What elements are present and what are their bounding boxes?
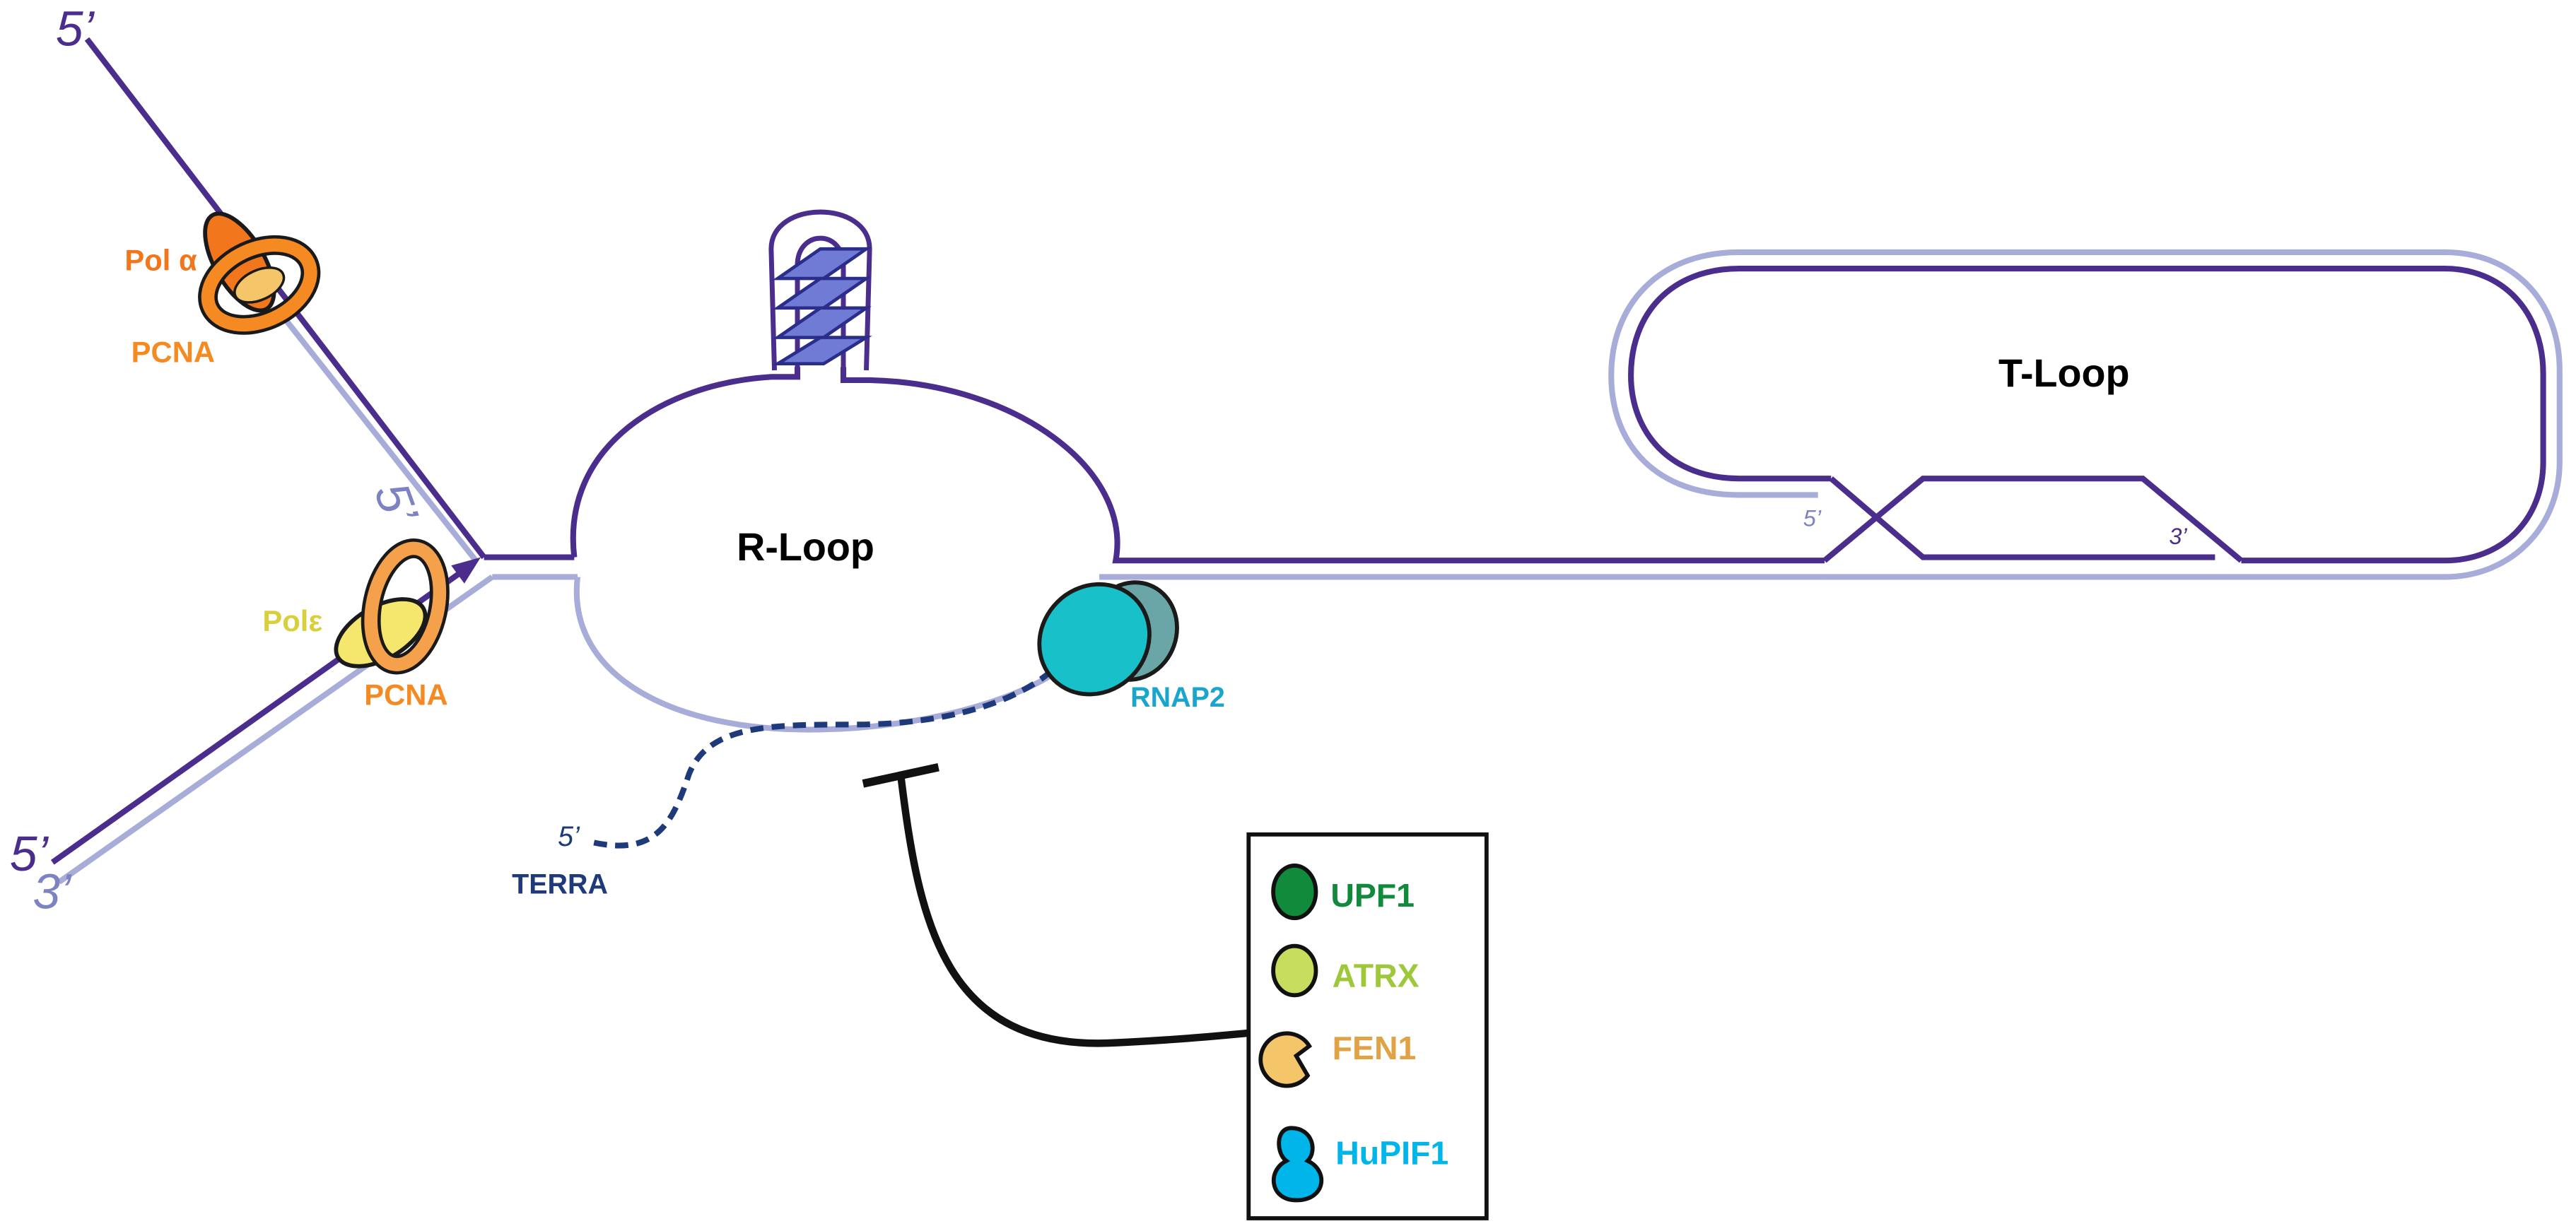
t-loop: 5’ 3’ T-Loop [1608,249,2563,580]
inhibition-bar [862,763,939,788]
leading-arrowhead [451,557,481,584]
pol-epsilon-complex: Polε PCNA [262,538,450,711]
hupif1-icon [1271,1126,1324,1203]
inhibition-line [897,774,1251,1047]
t-loop-invading-strand [1628,266,2546,564]
tloop-5prime-label: 5’ [1803,506,1822,531]
legend-fen1-label: FEN1 [1333,1030,1417,1066]
terra-rna [593,669,1053,849]
lagging-template-strand [84,37,486,560]
legend-upf1-label: UPF1 [1330,877,1415,914]
bottom-5prime-label: 5’ [10,826,49,881]
t-loop-outer-strand [1608,249,2563,580]
pol-epsilon-label: Polε [262,604,322,637]
r-loop-top-strand [570,367,1825,564]
pol-alpha-complex: Pol α PCNA [124,211,321,368]
pcna-top-label: PCNA [131,335,215,368]
fen1-icon [1258,1031,1313,1088]
r-loop-title: R-Loop [737,525,874,569]
g-quadruplex-icon [768,209,872,371]
pol-alpha-label: Pol α [124,243,197,276]
bottom-3prime-label: 3’ [33,864,72,919]
legend-atrx-label: ATRX [1333,958,1419,994]
top-5prime-label: 5’ [56,1,95,56]
atrx-icon [1271,943,1318,998]
terra-label: TERRA [512,868,608,900]
pcna-bottom-label: PCNA [364,678,447,711]
terra-5prime-label: 5’ [558,821,580,852]
fork-5prime-label: 5’ [364,476,429,531]
t-loop-inner-strand [1822,476,2215,563]
rnap2-icon [1037,580,1179,697]
upf1-icon [1271,864,1318,921]
rnap2-label: RNAP2 [1130,682,1225,713]
t-loop-title: T-Loop [1998,351,2130,395]
inhibition-arrow [862,763,1251,1047]
r-loop: 5’ TERRA RNAP2 R-Loop [512,209,1825,900]
lagging-okazaki-strand [276,309,479,563]
legend-box: UPF1 ATRX FEN1 HuPIF1 [1246,832,1489,1220]
replication-fork: 5’ 5’ 5’ 3’ [10,1,578,919]
tloop-3prime-label: 3’ [2169,524,2187,549]
legend-hupif1-label: HuPIF1 [1335,1134,1448,1171]
